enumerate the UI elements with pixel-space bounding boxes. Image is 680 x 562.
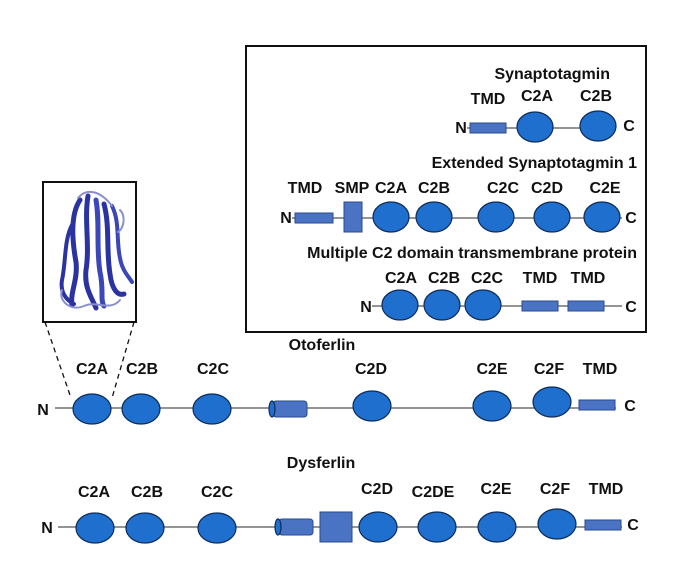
dysferlin-c2c-domain — [197, 512, 237, 544]
otoferlin-c2c-domain — [192, 393, 232, 425]
esyt1-c2e-domain — [583, 201, 621, 233]
zoom-line-right — [111, 321, 135, 399]
dysferlin-cylinder-cap — [274, 518, 282, 536]
otoferlin-label-c2a: C2A — [76, 361, 108, 378]
otoferlin-cylinder-cap — [268, 400, 276, 418]
otoferlin-c2f-domain — [532, 386, 572, 418]
dysferlin-c2f-domain — [537, 508, 577, 540]
esyt1-c-terminus: C — [625, 210, 637, 227]
mctp-c2b-domain — [423, 289, 461, 321]
otoferlin-label-c2d: C2D — [355, 361, 387, 378]
dysferlin-tmd — [584, 519, 622, 531]
dysferlin-label-c2a: C2A — [78, 484, 110, 501]
esyt1-label-smp: SMP — [335, 180, 370, 197]
mctp-c2a-domain — [381, 289, 419, 321]
dysferlin-label-tmd: TMD — [589, 481, 624, 498]
dysferlin-n-terminus: N — [41, 520, 53, 537]
mctp-label-c2b: C2B — [428, 270, 460, 287]
mctp-label-c2a: C2A — [385, 270, 417, 287]
dysferlin-c2b-domain — [125, 512, 165, 544]
mctp-label-tmd-1: TMD — [523, 270, 558, 287]
otoferlin-cylinder-domain — [272, 400, 308, 418]
esyt1-label-c2b: C2B — [418, 180, 450, 197]
otoferlin-tmd — [578, 399, 616, 411]
synaptotagmin-label-tmd: TMD — [471, 91, 506, 108]
otoferlin-title: Otoferlin — [289, 337, 356, 354]
dysferlin-label-c2f: C2F — [540, 481, 570, 498]
otoferlin-c2d-domain — [352, 390, 392, 422]
dysferlin-label-c2b: C2B — [131, 484, 163, 501]
otoferlin-label-c2f: C2F — [534, 361, 564, 378]
dysferlin-label-c2c: C2C — [201, 484, 233, 501]
esyt1-label-c2c: C2C — [487, 180, 519, 197]
otoferlin-c-terminus: C — [624, 398, 636, 415]
synaptotagmin-c2b-domain — [579, 110, 617, 142]
esyt1-smp-domain — [343, 201, 363, 233]
esyt1-c2d-domain — [533, 201, 571, 233]
inset-frame — [245, 45, 647, 333]
synaptotagmin-c2a-domain — [516, 111, 554, 143]
esyt1-c2c-domain — [477, 201, 515, 233]
esyt1-label-c2a: C2A — [375, 180, 407, 197]
esyt1-label-c2d: C2D — [531, 180, 563, 197]
mctp-c2c-domain — [464, 289, 502, 321]
dysferlin-title: Dysferlin — [287, 455, 355, 472]
otoferlin-label-tmd: TMD — [583, 361, 618, 378]
otoferlin-c2b-domain — [121, 393, 161, 425]
esyt1-c2b-domain — [415, 201, 453, 233]
dysferlin-c2d-domain — [358, 511, 398, 543]
mctp-label-tmd-2: TMD — [571, 270, 606, 287]
otoferlin-c2e-domain — [472, 390, 512, 422]
esyt1-label-c2e: C2E — [589, 180, 620, 197]
synaptotagmin-c-terminus: C — [623, 118, 635, 135]
esyt1-n-terminus: N — [280, 210, 292, 227]
structure-frame — [42, 181, 137, 323]
dysferlin-label-c2d: C2D — [361, 481, 393, 498]
synaptotagmin-tmd — [469, 122, 507, 134]
dysferlin-c2e-domain — [477, 511, 517, 543]
otoferlin-label-c2c: C2C — [197, 361, 229, 378]
dysferlin-label-c2de: C2DE — [412, 484, 455, 501]
mctp-tmd-2 — [567, 300, 605, 312]
dysferlin-c-terminus: C — [627, 517, 639, 534]
zoom-line-left — [44, 321, 72, 399]
mctp-label-c2c: C2C — [471, 270, 503, 287]
mctp-tmd-1 — [521, 300, 559, 312]
synaptotagmin-label-c2a: C2A — [521, 88, 553, 105]
mctp-c-terminus: C — [625, 299, 637, 316]
dysferlin-c2de-domain — [417, 511, 457, 543]
esyt1-title: Extended Synaptotagmin 1 — [432, 155, 637, 172]
esyt1-label-tmd: TMD — [288, 180, 323, 197]
synaptotagmin-label-c2b: C2B — [580, 88, 612, 105]
dysferlin-c2a-domain — [75, 512, 115, 544]
dysferlin-label-c2e: C2E — [480, 481, 511, 498]
otoferlin-label-c2e: C2E — [476, 361, 507, 378]
mctp-title: Multiple C2 domain transmembrane protein — [307, 245, 637, 262]
synaptotagmin-title: Synaptotagmin — [494, 66, 610, 83]
esyt1-tmd — [294, 212, 334, 224]
synaptotagmin-n-terminus: N — [455, 120, 467, 137]
dysferlin-cylinder-domain — [278, 518, 314, 536]
esyt1-c2a-domain — [372, 201, 410, 233]
c2-domain-structure-icon — [59, 190, 134, 311]
otoferlin-n-terminus: N — [37, 402, 49, 419]
mctp-n-terminus: N — [360, 299, 372, 316]
dysferlin-square-domain — [319, 511, 353, 543]
otoferlin-label-c2b: C2B — [126, 361, 158, 378]
otoferlin-c2a-domain — [72, 393, 112, 425]
